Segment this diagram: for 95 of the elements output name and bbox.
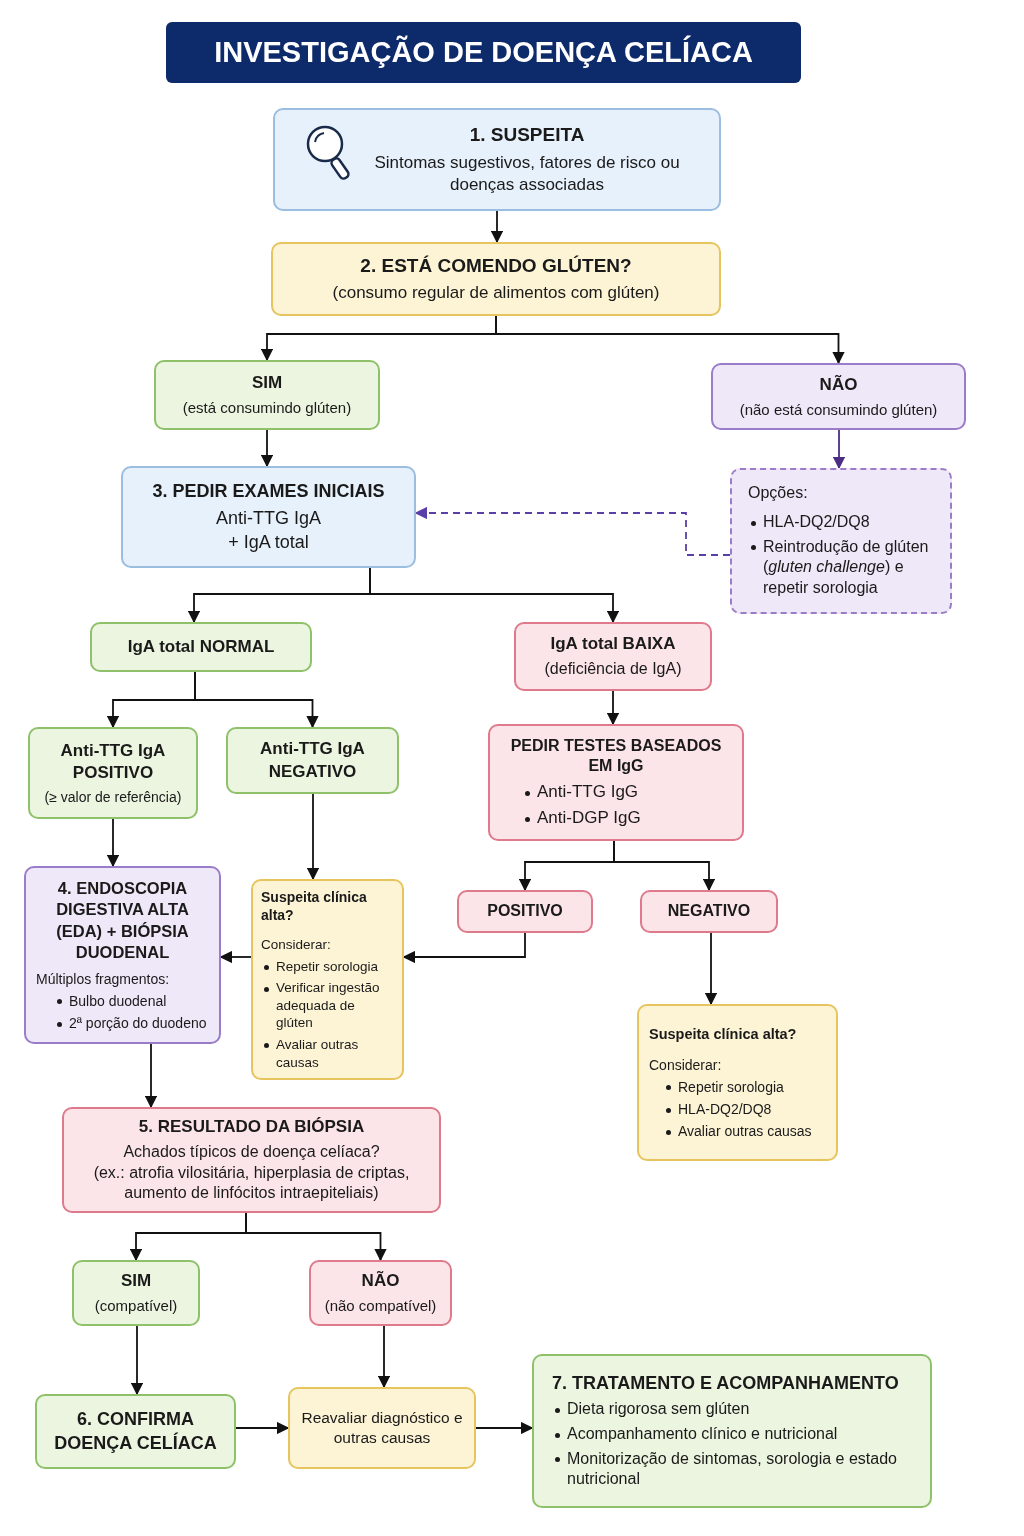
arrow	[130, 1325, 144, 1396]
dashed-arrow	[414, 506, 731, 556]
arrow	[475, 1421, 534, 1435]
heading: 3. PEDIR EXAMES INICIAIS	[151, 479, 386, 503]
body-text: Achados típicos de doença celíaca?	[122, 1141, 381, 1162]
heading: 7. TRATAMENTO E ACOMPANHAMENTO	[552, 1371, 900, 1395]
body-text: (compatível)	[93, 1296, 179, 1316]
body-text: (consumo regular de alimentos com glúten)	[331, 282, 661, 305]
list-item: Repetir sorologia	[261, 957, 392, 976]
process-box	[288, 1387, 476, 1469]
body-text: (≥ valor de referência)	[43, 788, 183, 807]
process-box	[28, 727, 198, 819]
heading: Suspeita clínica alta?	[649, 1024, 798, 1044]
arrow	[377, 1325, 391, 1389]
arrow	[402, 932, 526, 964]
body-text: (ex.: atrofia vilositária, hiperplasia de criptas, aumento de linfócitos intraepiteliais)	[92, 1162, 411, 1204]
list-item: Verificar ingestão adequada de glúten	[261, 979, 392, 1032]
process-box	[711, 363, 966, 430]
process-box	[90, 622, 312, 672]
body-text: + IgA total	[227, 530, 310, 554]
list-item: 2ª porção do duodeno	[54, 1013, 209, 1033]
body-text: Anti-TTG IgA	[215, 507, 322, 531]
process-box	[251, 879, 404, 1080]
process-box	[62, 1107, 441, 1213]
process-box	[309, 1260, 452, 1326]
process-box	[226, 727, 399, 794]
heading: NÃO	[360, 1270, 401, 1293]
arrow	[306, 793, 320, 881]
list-item: Anti-TTG IgG	[522, 781, 732, 804]
body-text: Reavaliar diagnóstico e outras causas	[300, 1407, 464, 1448]
arrow	[613, 840, 716, 892]
list-item: HLA-DQ2/DQ8	[748, 511, 940, 533]
process-box	[640, 890, 778, 933]
list-item: Avaliar outras causas	[261, 1036, 392, 1072]
heading: 6. CONFIRMA DOENÇA CELÍACA	[53, 1408, 218, 1455]
process-box	[637, 1004, 838, 1161]
heading: Anti-TTG IgA NEGATIVO	[259, 738, 366, 783]
arrow	[235, 1421, 290, 1435]
body-text: Considerar:	[649, 1055, 723, 1074]
heading: Suspeita clínica alta?	[261, 887, 368, 925]
list-item: HLA-DQ2/DQ8	[663, 1099, 826, 1119]
arrow	[219, 950, 252, 964]
list-item: Dieta rigorosa sem glúten	[552, 1399, 920, 1420]
arrow	[369, 567, 620, 624]
process-box	[24, 866, 221, 1044]
options-box	[730, 468, 952, 614]
heading: 1. SUSPEITA	[468, 123, 586, 148]
body-text: (não compatível)	[323, 1296, 438, 1316]
arrow	[495, 315, 845, 365]
arrow	[144, 1043, 158, 1109]
body-text: Múltiplos fragmentos:	[36, 969, 171, 988]
body-text: Considerar:	[261, 936, 332, 954]
heading: 5. RESULTADO DA BIÓPSIA	[137, 1115, 366, 1138]
arrow	[245, 1212, 387, 1262]
process-box	[271, 242, 721, 316]
list-item: Anti-DGP IgG	[522, 807, 732, 830]
heading: IgA total BAIXA	[549, 633, 677, 656]
title-banner: INVESTIGAÇÃO DE DOENÇA CELÍACA	[166, 22, 801, 83]
body-text: Sintomas sugestivos, fatores de risco ou doenças associadas	[373, 151, 681, 196]
process-box	[35, 1394, 236, 1469]
arrow	[106, 818, 120, 868]
arrow	[194, 671, 319, 729]
heading: SIM	[119, 1270, 153, 1293]
body-text: (não está consumindo glúten)	[738, 399, 939, 420]
process-box	[273, 108, 721, 211]
heading: 2. ESTÁ COMENDO GLÚTEN?	[359, 253, 633, 278]
arrow	[704, 932, 718, 1006]
heading: SIM	[250, 372, 284, 395]
list-item: Bulbo duodenal	[54, 991, 209, 1010]
list-item: Avaliar outras causas	[663, 1122, 826, 1141]
heading: IgA total NORMAL	[126, 635, 276, 658]
process-box	[532, 1354, 932, 1508]
heading: Anti-TTG IgA POSITIVO	[59, 739, 167, 784]
process-box	[457, 890, 593, 933]
body-text: (está consumindo glúten)	[181, 398, 353, 418]
list-item: Monitorização de sintomas, sorologia e estado nutricional	[552, 1448, 920, 1491]
heading: NÃO	[818, 373, 859, 396]
process-box	[121, 466, 416, 568]
arrow	[832, 429, 846, 470]
list-item: Acompanhamento clínico e nutricional	[552, 1423, 920, 1445]
heading: POSITIVO	[486, 901, 564, 922]
list-item: Reintrodução de glúten (gluten challenge) e repetir sorologia	[748, 536, 940, 599]
heading: PEDIR TESTES BASEADOS EM IgG	[509, 735, 723, 777]
process-box	[154, 360, 380, 430]
arrow	[606, 690, 620, 726]
process-box	[488, 724, 744, 841]
list-item: Repetir sorologia	[663, 1077, 826, 1096]
heading: NEGATIVO	[666, 901, 752, 922]
body-text: (deficiência de IgA)	[543, 659, 683, 680]
process-box	[514, 622, 712, 691]
heading: 4. ENDOSCOPIA DIGESTIVA ALTA (EDA) + BIÓPSIA DUODENAL	[55, 877, 190, 964]
body-text: Opções:	[748, 483, 809, 503]
arrow	[260, 429, 274, 468]
arrow	[490, 210, 504, 244]
process-box	[72, 1260, 200, 1326]
